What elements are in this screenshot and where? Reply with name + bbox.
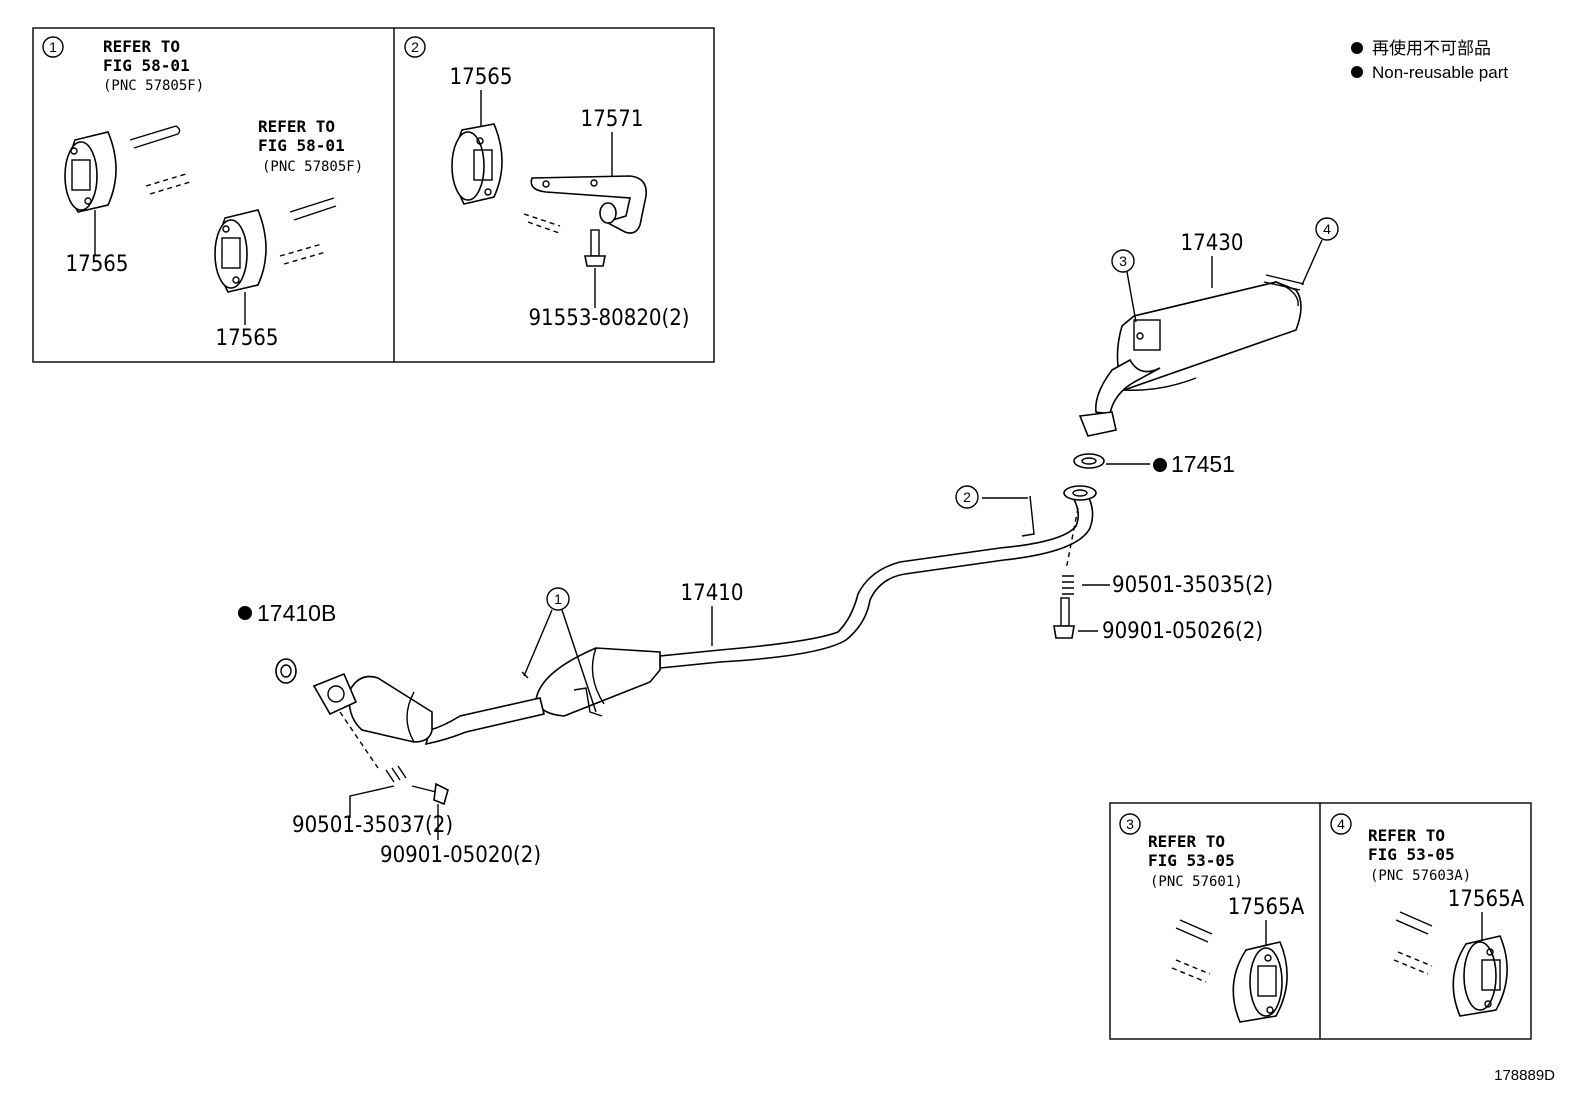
refer-text: REFER TO: [1368, 826, 1445, 845]
legend: 再使用不可部品 Non-reusable part: [1351, 38, 1508, 82]
refer-fig: FIG 58-01: [258, 136, 345, 155]
inset-1: 1 REFER TO FIG 58-01 (PNC 57805F) REFER …: [42, 36, 363, 351]
refer-fig: FIG 53-05: [1148, 851, 1235, 870]
part-number-17565: 17565: [66, 252, 129, 277]
bolt-icon: [584, 229, 606, 267]
inset-3: 3 REFER TO FIG 53-05 (PNC 57601) 17565A: [1119, 813, 1305, 1023]
gasket-icon: [275, 658, 297, 684]
inset-box-1-2: [32, 27, 715, 363]
filled-circle-icon: [238, 606, 252, 620]
part-number-17410B: 17410B: [257, 600, 336, 626]
rubber-hanger-icon: [214, 209, 267, 293]
part-number-17565: 17565: [450, 65, 513, 90]
part-number-17565A: 17565A: [1228, 895, 1305, 920]
filled-circle-icon: [1351, 66, 1363, 78]
refer-text: REFER TO: [1148, 832, 1225, 851]
refer-fig: FIG 53-05: [1368, 845, 1455, 864]
callout-4: 4: [1323, 221, 1331, 237]
refer-pnc: (PNC 57805F): [103, 78, 204, 94]
refer-pnc: (PNC 57805F): [262, 159, 363, 175]
callout-3: 3: [1119, 253, 1127, 269]
part-number-17430: 17430: [1181, 231, 1244, 256]
part-number-90901-05026: 90901-05026(2): [1102, 619, 1263, 644]
part-number-90501-35037: 90501-35037(2): [292, 813, 453, 838]
rubber-hanger-icon: [1232, 941, 1288, 1023]
refer-pnc: (PNC 57601): [1150, 874, 1243, 890]
rubber-hanger-icon: [64, 131, 117, 213]
part-number-17571: 17571: [581, 107, 644, 132]
legend-jp: 再使用不可部品: [1372, 38, 1491, 58]
refer-text: REFER TO: [103, 37, 180, 56]
callout-circle-icon: [955, 485, 979, 509]
refer-fig: FIG 58-01: [103, 56, 190, 75]
rubber-hanger-icon: [1452, 935, 1508, 1017]
callout-circle-icon: [1330, 813, 1352, 835]
callout-circle-icon: [404, 36, 426, 58]
figure-id: 178889D: [1494, 1067, 1555, 1084]
callout-circle-icon: [1111, 249, 1135, 273]
legend-en: Non-reusable part: [1372, 63, 1508, 82]
filled-circle-icon: [1153, 458, 1167, 472]
callout-circle-icon: [546, 587, 570, 611]
inset-number: 2: [411, 39, 419, 55]
tail-muffler: [1078, 274, 1305, 437]
callout-circle-icon: [1315, 217, 1339, 241]
part-number-91553-80820: 91553-80820(2): [528, 306, 689, 331]
part-number-17451: 17451: [1171, 451, 1235, 477]
rubber-hanger-icon: [451, 123, 503, 205]
inset-4: 4 REFER TO FIG 53-05 (PNC 57603A) 17565A: [1330, 813, 1525, 1017]
callout-2: 2: [963, 489, 971, 505]
inset-2: 2 17565 17571 91553-80820(2): [404, 36, 690, 331]
spring-icon: [385, 765, 407, 783]
part-number-17410: 17410: [681, 581, 744, 606]
part-number-17565: 17565: [216, 326, 279, 351]
filled-circle-icon: [1351, 42, 1363, 54]
callout-circle-icon: [1119, 813, 1141, 835]
inset-number: 1: [49, 39, 57, 55]
part-number-90501-35035: 90501-35035(2): [1112, 573, 1273, 598]
bracket-icon: [530, 175, 647, 234]
refer-pnc: (PNC 57603A): [1370, 868, 1471, 884]
inset-number: 3: [1126, 816, 1134, 832]
part-number-17565A: 17565A: [1448, 887, 1525, 912]
gasket-icon: [1073, 453, 1105, 469]
exhaust-pipe-assembly: [312, 485, 1097, 746]
part-number-90901-05020: 90901-05020(2): [380, 843, 541, 868]
callout-1: 1: [554, 591, 562, 607]
inset-number: 4: [1337, 816, 1345, 832]
bolt-icon: [1053, 597, 1075, 639]
bolt-icon: [411, 782, 449, 806]
refer-text: REFER TO: [258, 117, 335, 136]
callout-circle-icon: [42, 36, 64, 58]
spring-icon: [1062, 575, 1074, 595]
